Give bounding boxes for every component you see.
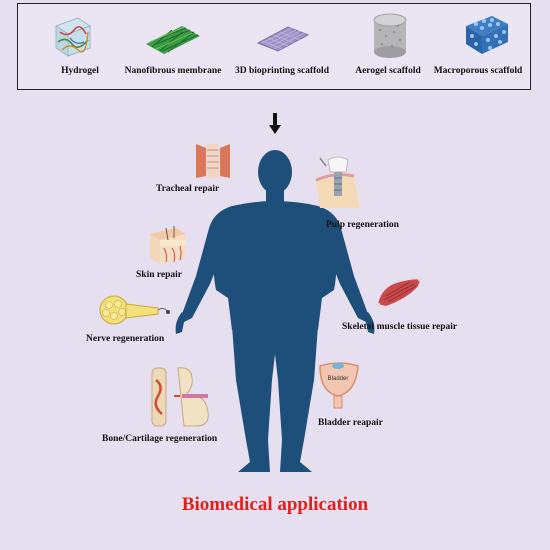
label-skeletal-muscle-repair: Skeletal muscle tissue repair: [342, 322, 458, 332]
bone-cartilage-icon: [151, 367, 209, 427]
muscle-icon: [375, 276, 423, 308]
tooth-implant-icon: [315, 156, 360, 208]
macroporous-block-icon: [466, 16, 508, 54]
label-bone-cartilage-regeneration: Bone/Cartilage regeneration: [102, 434, 218, 444]
biomedical-application-title: Biomedical application: [181, 494, 369, 515]
bladder-icon: Bladder: [319, 362, 359, 409]
label-nerve-regeneration: Nerve regeneration: [86, 334, 165, 344]
bioprinting-item: [254, 21, 312, 55]
down-arrow-icon: [269, 113, 281, 134]
scaffold-label-bioprinting: 3D bioprinting scaffold: [235, 66, 329, 76]
label-bladder-repair: Bladder reapair: [318, 418, 383, 428]
skin-layers-icon: [150, 226, 186, 264]
trachea-icon: [196, 144, 230, 178]
macroporous-item: [462, 12, 512, 58]
scaffold-label-macroporous: Macroporous scaffold: [433, 66, 523, 76]
aerogel-cylinder-icon: [373, 13, 407, 58]
label-tracheal-repair: Tracheal repair: [156, 184, 220, 194]
bladder-tag-text: Bladder: [328, 376, 349, 382]
hydrogel-item: [48, 12, 96, 60]
nerve-bundle-icon: [99, 295, 170, 325]
scaffold-label-aerogel: Aerogel scaffold: [355, 66, 421, 76]
nanofibrous-item: [142, 22, 204, 58]
label-pulp-regeneration: Pulp regeneration: [326, 220, 399, 230]
bioprinting-grid-icon: [256, 26, 310, 52]
scaffold-types-panel: Hydrogel Nanofibrous membrane 3D bioprin…: [17, 3, 531, 90]
scaffold-label-nanofibrous: Nanofibrous membrane: [124, 66, 222, 76]
aerogel-item: [370, 12, 410, 60]
hydrogel-cube-icon: [54, 17, 92, 57]
nanofibrous-membrane-icon: [146, 26, 200, 54]
label-skin-repair: Skin repair: [136, 270, 183, 280]
scaffold-label-hydrogel: Hydrogel: [61, 66, 99, 76]
